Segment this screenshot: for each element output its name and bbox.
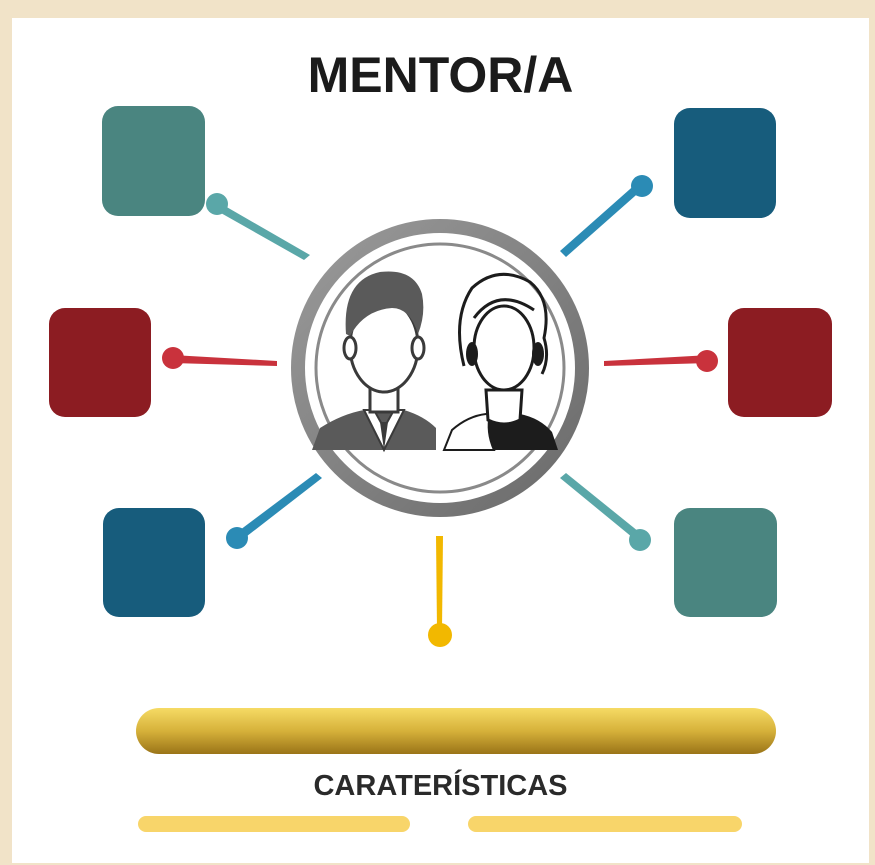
box-mid-left [49,308,151,417]
connector-mid-left [162,347,277,369]
diagram-title: MENTOR/A [307,47,574,103]
connector-bottom-right [560,473,651,551]
center-ring [291,219,589,517]
underline-bar-left [138,816,410,832]
box-top-right [674,108,776,218]
box-top-left [102,106,205,216]
connector-bottom-center [428,536,452,647]
box-bottom-right [674,508,777,617]
box-mid-right [728,308,832,417]
mentor-characteristics-diagram [49,106,832,832]
gold-banner-bar [136,708,776,754]
characteristics-label: CARATERÍSTICAS [313,770,568,802]
connector-top-left [206,193,310,260]
diagram-canvas: MENTOR/A [12,18,869,863]
connector-bottom-left [226,473,322,549]
connector-top-right [560,175,653,257]
connector-mid-right [604,350,718,372]
box-bottom-left [103,508,205,617]
mentor-pair-icon [312,271,558,453]
underline-bar-right [468,816,742,832]
